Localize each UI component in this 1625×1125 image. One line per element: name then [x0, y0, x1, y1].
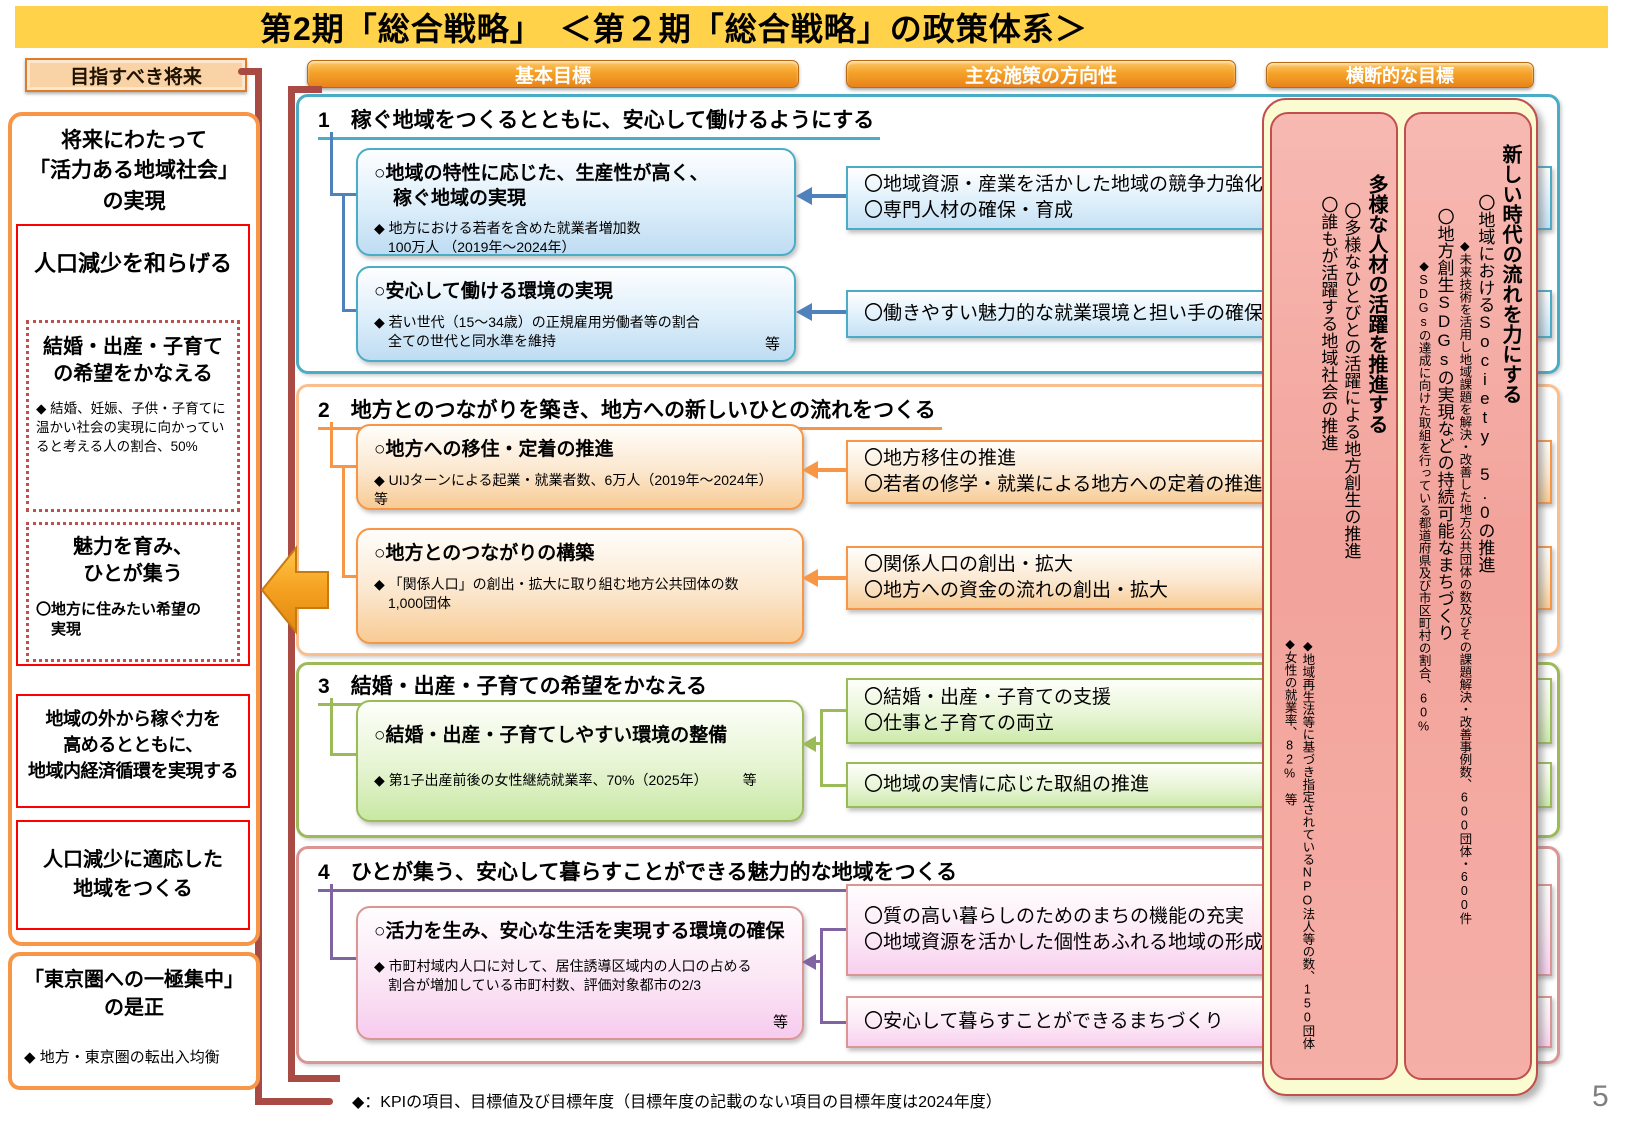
section3-arrow-head: [802, 736, 816, 752]
marriage-hope-title: 結婚・出産・子育て の希望をかなえる: [43, 336, 223, 385]
section3-connector-1: [330, 698, 356, 756]
new-era-box: 新しい時代の流れを力にする 〇地域におけるSociety 5.0の推進 ◆未来技…: [1404, 112, 1532, 1080]
diverse-talent-box: 多様な人材の活躍を推進する 〇多様なひとびとの活躍による地方創生の推進 〇誰もが…: [1270, 112, 1398, 1080]
section2-connector-2: [342, 468, 356, 578]
section1-goal2-kpi: ◆ 若い世代（15～34歳）の正規雇用労働者等の割合 全ての世代と同水準を維持: [374, 313, 700, 349]
section2-goal1-box: ○地方への移住・定着の推進 ◆ UIJターンによる起業・就業者数、6万人（201…: [356, 424, 804, 510]
main-bracket-bottom-stub: [288, 1075, 340, 1082]
section2-arrow1-line: [818, 468, 846, 472]
section1-title: 稼ぐ地域をつくるとともに、安心して働けるようにする: [350, 109, 875, 132]
section3-bracket-vline: [820, 709, 823, 787]
new-era-item2: 〇地方創生SDGsの実現などの持続可能なまちづくり: [1434, 208, 1454, 641]
tokyo-concentration-kpi: ◆ 地方・東京圏の転出入均衡: [24, 1049, 220, 1066]
section4-arrow-head: [802, 954, 816, 970]
section4-bracket-stub2: [823, 1021, 846, 1024]
section2-goal2-kpi: ◆ 「関係人口」の創出・拡大に取り組む地方公共団体の数 1,000団体: [374, 575, 739, 611]
section4-goal1-title: ○活力を生み、安心な生活を実現する環境の確保: [374, 921, 785, 942]
section1-arrow1-head: [796, 187, 812, 205]
section1-goal1-kpi: ◆ 地方における若者を含めた就業者増加数 100万人 （2019年～2024年）: [374, 220, 641, 256]
basic-goals-header: 基本目標: [307, 60, 799, 88]
section3-title: 結婚・出産・子育ての希望をかなえる: [350, 675, 708, 698]
section1-connector-1: [330, 132, 356, 196]
diverse-talent-item2: 〇誰もが活躍する地域社会の推進: [1318, 196, 1338, 451]
section3-goal1-title: ○結婚・出産・子育てしやすい環境の整備: [374, 725, 728, 746]
section2-title: 地方とのつながりを築き、地方への新しいひとの流れをつくる: [350, 399, 936, 422]
section2-arrow2-head: [802, 569, 818, 587]
section4-arrow-line: [816, 960, 823, 963]
diverse-talent-title: 多様な人材の活躍を推進する: [1365, 174, 1387, 434]
section1-arrow1-line: [812, 194, 846, 198]
section3-number: 3: [318, 675, 330, 698]
new-era-kpi1: ◆未来技術を活用し地域課題を解決・改善した地方公共団体の数及びその課題解決・改善…: [1457, 238, 1472, 925]
new-era-title: 新しい時代の流れを力にする: [1499, 144, 1521, 404]
section4-goal1-etc: 等: [772, 1014, 788, 1031]
section2-connector-1: [330, 422, 356, 468]
left-arrow-icon: [260, 545, 329, 635]
section4-bracket-vline: [820, 928, 823, 1024]
diverse-talent-item1: 〇多様なひとびとの活躍による地方創生の推進: [1341, 202, 1361, 559]
earning-power-box: [16, 694, 250, 808]
section4-title: ひとが集う、安心して暮らすことができる魅力的な地域をつくる: [350, 861, 958, 884]
section1-heading: 1 稼ぐ地域をつくるとともに、安心して働けるようにする: [318, 104, 881, 140]
section3-goal1-kpi: ◆ 第1子出産前後の女性継続就業率、70%（2025年） 等: [374, 771, 757, 788]
section4-connector-1: [330, 884, 356, 960]
section4-number: 4: [318, 861, 330, 884]
page-title: 第2期「総合戦略」 ＜第２期「総合戦略」の政策体系＞: [260, 11, 1088, 47]
adapt-region-text: 人口減少に適応した 地域をつくる: [43, 849, 223, 900]
section2-goal2-box: ○地方とのつながりの構築 ◆ 「関係人口」の創出・拡大に取り組む地方公共団体の数…: [356, 528, 804, 644]
diverse-talent-kpi2: ◆女性の就業率、82% 等: [1282, 636, 1297, 806]
marriage-hope-box: [26, 320, 240, 512]
section1-connector-2: [342, 196, 356, 312]
section1-goal2-etc: 等: [764, 336, 780, 353]
section3-bracket-stub2: [823, 784, 846, 787]
section1-arrow2-line: [812, 310, 846, 314]
section3-bracket-stub1: [823, 709, 846, 712]
left-bracket-bottom-stub: [255, 1098, 333, 1105]
future-vision-text: 将来にわたって 「活力ある地域社会」 の実現: [29, 129, 239, 213]
section1-goal1-title: ○地域の特性に応じた、生産性が高く、 稼ぐ地域の実現: [374, 163, 709, 209]
tokyo-concentration-box: [8, 952, 260, 1090]
section2-goal1-title: ○地方への移住・定着の推進: [374, 439, 614, 460]
kpi-footnote: ◆：KPIの項目、目標値及び目標年度（目標年度の記載のない項目の目標年度は202…: [352, 1094, 1002, 1111]
future-header: 目指すべき将来: [25, 58, 247, 92]
section2-number: 2: [318, 399, 330, 422]
left-bracket-top-stub: [238, 68, 262, 75]
title-band: [15, 6, 1608, 48]
directions-header: 主な施策の方向性: [846, 60, 1236, 88]
section1-goal2-title: ○安心して働ける環境の実現: [374, 281, 613, 302]
earning-power-text: 地域の外から稼ぐ力を 高めるとともに、 地域内経済循環を実現する: [28, 709, 239, 782]
section4-goal1-box: ○活力を生み、安心な生活を実現する環境の確保 ◆ 市町村域内人口に対して、居住誘…: [356, 906, 804, 1040]
page-number: 5: [1592, 1080, 1609, 1113]
marriage-hope-kpi: ◆ 結婚、妊娠、子供・子育てに温かい社会の実現に向かっていると考える人の割合、5…: [36, 401, 226, 454]
attract-people-box: [26, 522, 240, 662]
section2-arrow2-line: [818, 576, 846, 580]
new-era-kpi2: ◆SDGsの達成に向けた取組を行っている都道府県及び市区町村の割合、60%: [1416, 258, 1431, 734]
attract-people-title: 魅力を育み、 ひとが集う: [73, 536, 193, 585]
cross-cutting-header: 横断的な目標: [1266, 62, 1534, 88]
section4-goal1-kpi: ◆ 市町村域内人口に対して、居住誘導区域内の人口の占める 割合が増加している市町…: [374, 957, 752, 993]
tokyo-concentration-title: 「東京圏への一極集中」 の是正: [24, 969, 244, 1019]
section1-goal2-box: ○安心して働ける環境の実現 ◆ 若い世代（15～34歳）の正規雇用労働者等の割合…: [356, 266, 796, 362]
attract-people-item: 〇地方に住みたい希望の 実現: [36, 601, 202, 639]
section1-goal1-box: ○地域の特性に応じた、生産性が高く、 稼ぐ地域の実現 ◆ 地方における若者を含め…: [356, 148, 796, 256]
section1-number: 1: [318, 109, 330, 132]
main-bracket-top-stub: [288, 86, 322, 93]
section2-goal1-kpi: ◆ UIJターンによる起業・就業者数、6万人（2019年～2024年） 等: [374, 471, 773, 507]
section2-goal2-title: ○地方とのつながりの構築: [374, 543, 595, 564]
adapt-region-box: [16, 820, 250, 930]
section3-goal1-box: ○結婚・出産・子育てしやすい環境の整備 ◆ 第1子出産前後の女性継続就業率、70…: [356, 700, 804, 822]
section2-arrow1-head: [802, 461, 818, 479]
diverse-talent-kpi1: ◆地域再生法等に基づき指定されているNPO法人等の数、150団体: [1300, 638, 1315, 1050]
new-era-item1: 〇地域におけるSociety 5.0の推進: [1475, 194, 1495, 573]
section4-heading: 4 ひとが集う、安心して暮らすことができる魅力的な地域をつくる: [318, 856, 964, 892]
section1-arrow2-head: [796, 303, 812, 321]
population-decline-title: 人口減少を和らげる: [33, 251, 232, 276]
section3-arrow-line: [816, 742, 823, 745]
section2-direction1-box: 〇地方移住の推進 〇若者の修学・就業による地方への定着の推進: [846, 440, 1552, 504]
section4-bracket-stub1: [823, 928, 846, 931]
